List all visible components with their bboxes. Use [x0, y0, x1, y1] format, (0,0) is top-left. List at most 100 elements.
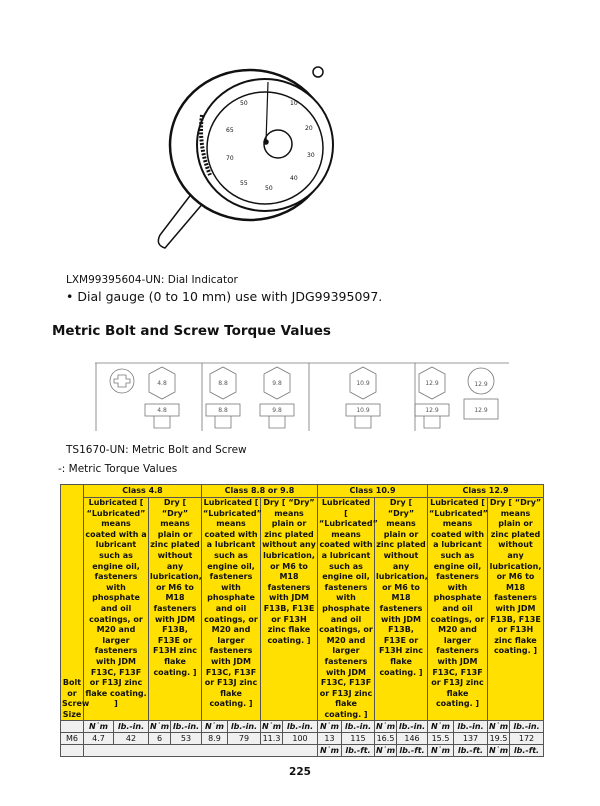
- bolt-grade-label: 8.8: [218, 380, 228, 387]
- unit-nm: N˙m: [83, 720, 114, 734]
- bolt-size: M6: [60, 732, 84, 746]
- socket-head-icon: [467, 367, 495, 395]
- svg-text:70: 70: [226, 155, 234, 162]
- bolt-grade-label: 9.8: [272, 380, 282, 387]
- unit-lbft: lb.-ft.: [396, 744, 428, 758]
- lubricated-header: Lubricated [ “Lubricated” means coated w…: [83, 496, 149, 722]
- bolt-side-icon: [144, 403, 180, 417]
- torque-value: 100: [282, 732, 318, 746]
- bolt-shank-icon: [214, 416, 232, 429]
- bolt-size-header: Bolt or Screw Size: [60, 483, 89, 722]
- class-header: Class 4.8: [83, 484, 202, 498]
- bullet-item: • Dial gauge (0 to 10 mm) use with JDG99…: [66, 289, 383, 304]
- bolt-shank-icon: [153, 416, 171, 429]
- unit-nm: N˙m: [427, 720, 454, 734]
- blank-cell: [60, 744, 84, 758]
- lubricated-header: Lubricated [ “Lubricated” means coated w…: [317, 496, 378, 722]
- bolt-side-icon: [259, 403, 295, 417]
- torque-value: 15.5: [427, 732, 454, 746]
- section-heading: Metric Bolt and Screw Torque Values: [52, 323, 331, 339]
- torque-value: 79: [227, 732, 261, 746]
- unit-nm: N˙m: [260, 720, 283, 734]
- figure-caption: LXM99395604-UN: Dial Indicator: [66, 274, 238, 286]
- torque-table: Bolt or Screw Size Class 4.8 Class 8.8 o…: [60, 483, 544, 758]
- bolt-grade-label: 12.9: [425, 380, 439, 387]
- lubricated-header: Lubricated [ “Lubricated” means coated w…: [427, 496, 488, 722]
- unit-lbin: lb.-in.: [453, 720, 488, 734]
- torque-value: 11.3: [260, 732, 283, 746]
- bolt-shank-icon: [268, 416, 286, 429]
- dry-header: Dry [ “Dry” means plain or zinc plated w…: [487, 496, 544, 722]
- unit-lbft: lb.-ft.: [509, 744, 544, 758]
- bolt-grade-label: 9.8: [272, 407, 282, 414]
- torque-value: 19.5: [487, 732, 510, 746]
- unit-nm: N˙m: [427, 744, 454, 758]
- bolt-side-icon: [205, 403, 241, 417]
- torque-value: 16.5: [374, 732, 397, 746]
- bolt-side-icon: [414, 403, 450, 417]
- torque-value: 172: [509, 732, 544, 746]
- torque-value: 137: [453, 732, 488, 746]
- bolt-head-icon: [349, 366, 377, 400]
- unit-lbin: lb.-in.: [341, 720, 375, 734]
- unit-lbft: lb.-ft.: [453, 744, 488, 758]
- unit-nm: N˙m: [317, 720, 342, 734]
- unit-lbft: lb.-ft.: [341, 744, 375, 758]
- bolt-grade-label: 12.9: [425, 407, 439, 414]
- bolt-grade-label: 4.8: [157, 407, 167, 414]
- bolt-shank-icon: [423, 416, 441, 429]
- bolt-grade-label: 4.8: [157, 380, 167, 387]
- bolt-grade-label: 10.9: [356, 407, 370, 414]
- bolt-head-icon: [263, 366, 291, 400]
- torque-value: 13: [317, 732, 342, 746]
- class-header: Class 12.9: [427, 484, 544, 498]
- bullet-text: Dial gauge (0 to 10 mm) use with JDG9939…: [77, 289, 383, 304]
- lubricated-header: Lubricated [ “Lubricated” means coated w…: [201, 496, 262, 722]
- torque-value: 146: [396, 732, 428, 746]
- unit-nm: N˙m: [374, 744, 397, 758]
- unit-lbin: lb.-in.: [282, 720, 318, 734]
- unit-nm: N˙m: [487, 744, 510, 758]
- svg-text:50: 50: [240, 100, 248, 107]
- table-title: -: Metric Torque Values: [58, 463, 178, 475]
- bolt-head-icon: [209, 366, 237, 400]
- blank-cell: [83, 744, 318, 758]
- bolt-grade-label: 12.9: [474, 381, 488, 388]
- unit-nm: N˙m: [201, 720, 228, 734]
- bolt-head-icon: [418, 366, 446, 400]
- dry-header: Dry [ “Dry” means plain or zinc plated w…: [148, 496, 202, 722]
- unit-lbin: lb.-in.: [396, 720, 428, 734]
- unit-lbin: lb.-in.: [170, 720, 202, 734]
- bolt-grade-label: 12.9: [474, 407, 488, 414]
- figure-caption: TS1670-UN: Metric Bolt and Screw: [66, 444, 247, 456]
- svg-text:50: 50: [265, 185, 273, 192]
- torque-value: 42: [113, 732, 149, 746]
- bolt-shank-icon: [354, 416, 372, 429]
- svg-text:55: 55: [240, 180, 248, 187]
- class-header: Class 10.9: [317, 484, 428, 498]
- unit-lbin: lb.-in.: [509, 720, 544, 734]
- svg-text:40: 40: [290, 175, 298, 182]
- torque-value: 6: [148, 732, 171, 746]
- svg-text:30: 30: [307, 152, 315, 159]
- bolt-side-icon: [345, 403, 381, 417]
- blank-cell: [60, 720, 84, 734]
- unit-nm: N˙m: [374, 720, 397, 734]
- page-number: 225: [289, 766, 311, 778]
- unit-nm: N˙m: [317, 744, 342, 758]
- dry-header: Dry [ “Dry” means plain or zinc plated w…: [260, 496, 318, 722]
- svg-text:10: 10: [290, 100, 298, 107]
- torque-value: 4.7: [83, 732, 114, 746]
- torque-value: 8.9: [201, 732, 228, 746]
- bolt-head-icon: [148, 366, 176, 400]
- unit-nm: N˙m: [148, 720, 171, 734]
- class-header: Class 8.8 or 9.8: [201, 484, 318, 498]
- unit-lbin: lb.-in.: [227, 720, 261, 734]
- unit-nm: N˙m: [487, 720, 510, 734]
- dry-header: Dry [ “Dry” means plain or zinc plated w…: [374, 496, 428, 722]
- bolt-grade-label: 10.9: [356, 380, 370, 387]
